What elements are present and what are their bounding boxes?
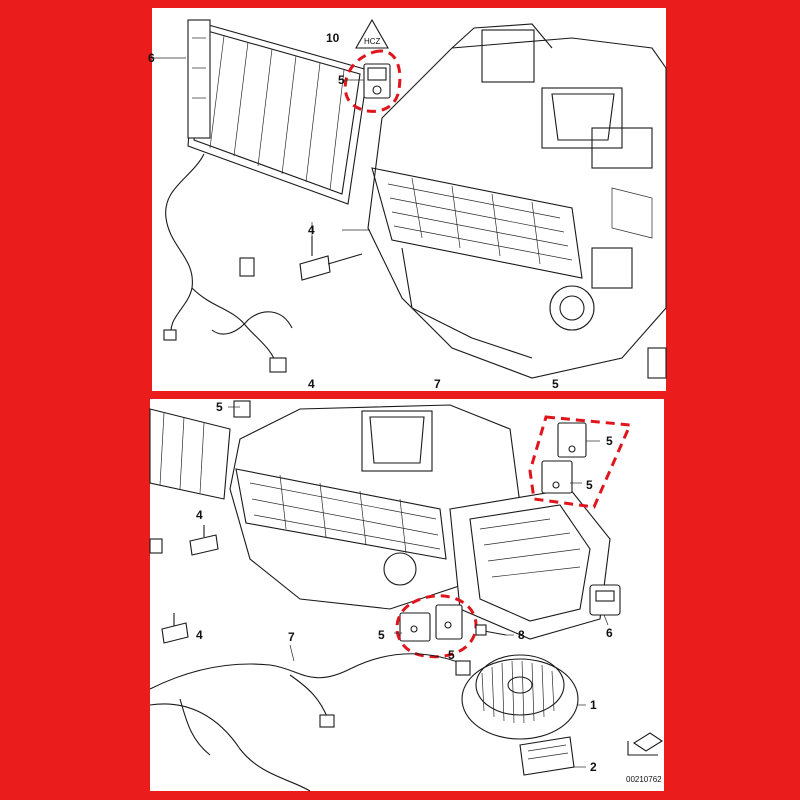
- wiring-harness-top: [163, 153, 293, 373]
- evaporator-core: [187, 19, 369, 205]
- catalog-number: 00210762: [626, 775, 662, 784]
- wiring-harness-bottom: [149, 653, 471, 792]
- callout-10: 10: [326, 31, 340, 45]
- callout-5-topleft: 5: [216, 400, 223, 414]
- top-diagram-panel: HCZ 10 5 6 4 4 7 5: [148, 8, 667, 391]
- callout-5-right-b: 5: [586, 478, 593, 492]
- resistor-module-6: [589, 584, 621, 616]
- callout-4-screw: 4: [308, 223, 315, 237]
- final-stage-resistor: [519, 736, 575, 776]
- actuator-top: [363, 63, 391, 99]
- screw-8: [475, 624, 507, 636]
- actuator-pair-right: [541, 422, 587, 494]
- highlight-box-right: [528, 415, 633, 509]
- callout-7: 7: [434, 377, 441, 391]
- triangle-label: HCZ: [364, 37, 381, 46]
- callout-5-bottom-right: 5: [448, 648, 455, 662]
- callout-6: 6: [148, 51, 155, 65]
- callout-4-low: 4: [196, 628, 203, 642]
- highlight-circle-bottom: [395, 594, 478, 659]
- bottom-diagram-panel: 5 5 5 4 4 7 5 5 8 6 1 2 00210762: [149, 399, 664, 792]
- callout-5-right-a: 5: [606, 434, 613, 448]
- highlight-circle-top: [343, 49, 402, 113]
- callout-5-bottom: 5: [552, 377, 559, 391]
- callout-5-actuator: 5: [338, 73, 345, 87]
- callout-2: 2: [590, 760, 597, 774]
- warning-triangle: HCZ: [355, 18, 389, 49]
- actuator-pair-bottom: [399, 604, 463, 642]
- callout-5-bottom-left: 5: [378, 628, 385, 642]
- hvac-housing-top: [367, 23, 667, 379]
- callout-8: 8: [518, 628, 525, 642]
- callout-4-bottom: 4: [308, 377, 315, 391]
- callout-6: 6: [606, 626, 613, 640]
- top-exploded-view: HCZ 10 5 6 4 4 7 5: [148, 18, 667, 391]
- blower-motor: [461, 654, 579, 740]
- blower-housing: [449, 488, 611, 640]
- evaporator-core-bottom: [149, 408, 231, 500]
- callout-4-mid: 4: [196, 508, 203, 522]
- catalog-symbol: [627, 732, 664, 756]
- screw-4-mid: [189, 525, 219, 556]
- callout-7: 7: [288, 630, 295, 644]
- screw-4-low: [161, 613, 189, 644]
- screw-top: [299, 236, 363, 281]
- hvac-housing-bottom: [229, 404, 523, 610]
- callout-1: 1: [590, 698, 597, 712]
- bottom-exploded-view: 5 5 5 4 4 7 5 5 8 6 1 2 00210762: [149, 400, 664, 792]
